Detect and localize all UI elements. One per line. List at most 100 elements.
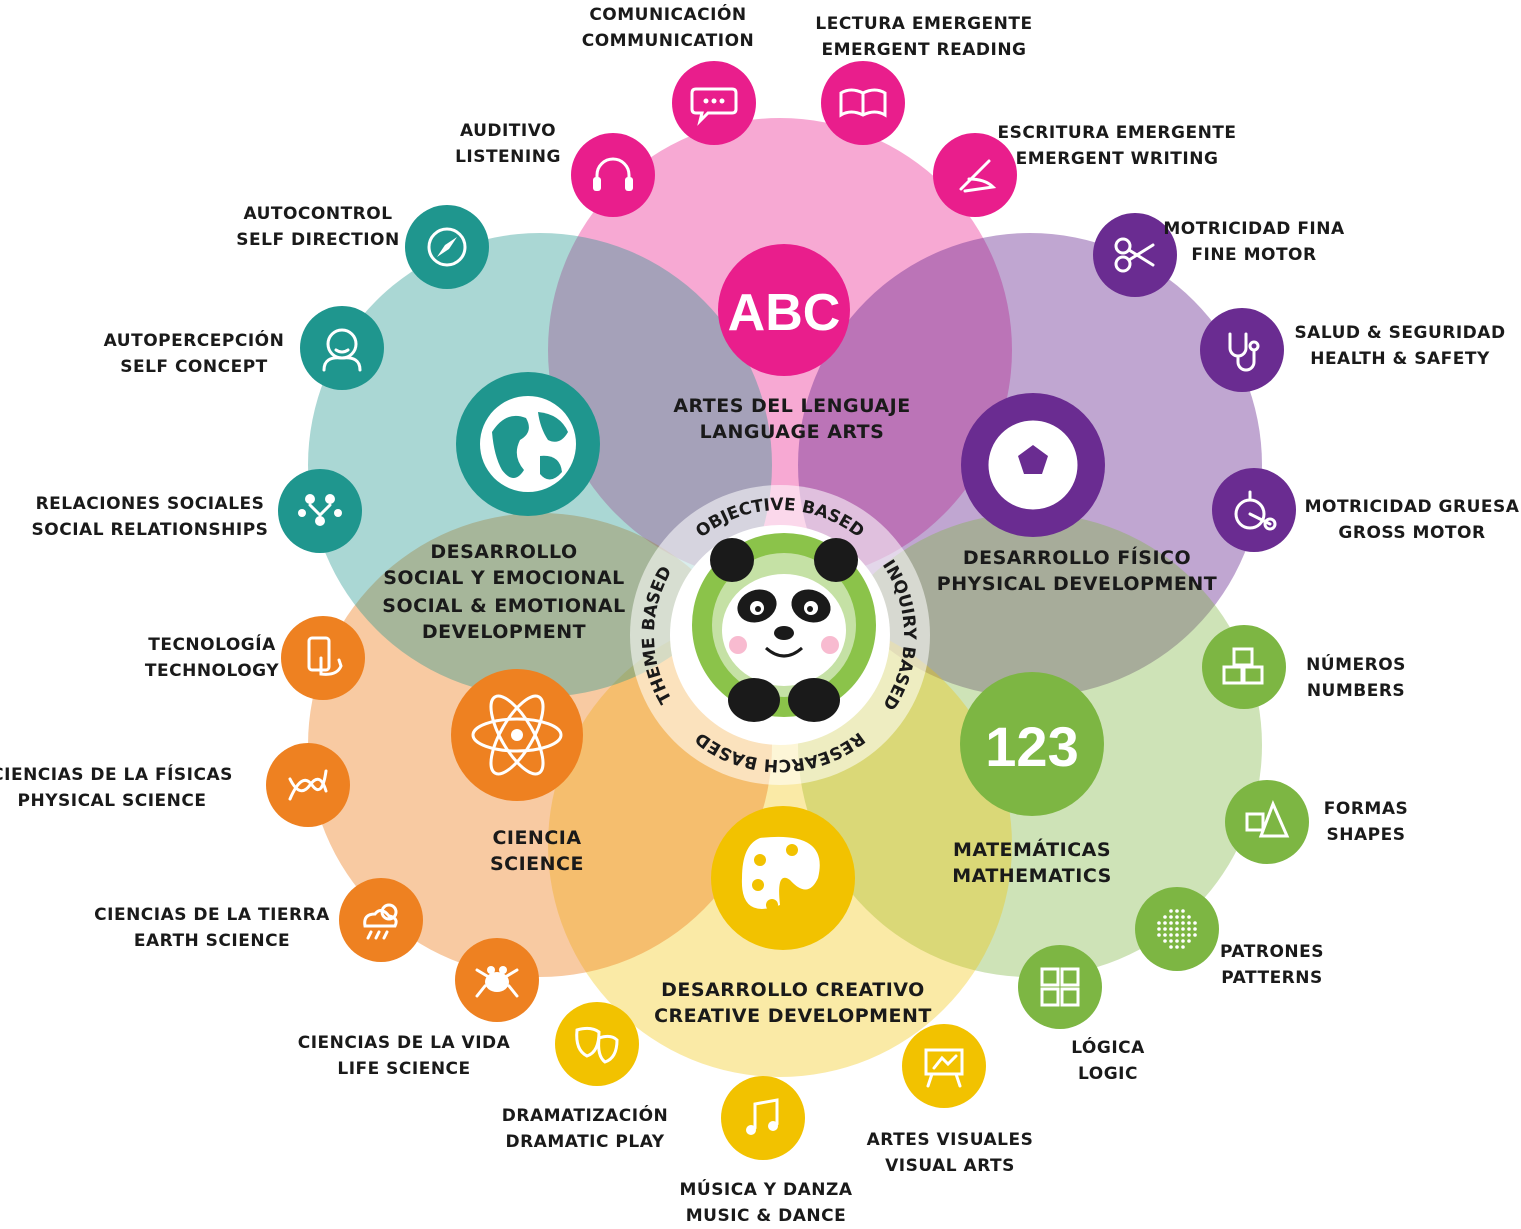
subtopic-label-en: MUSIC & DANCE bbox=[686, 1206, 847, 1226]
subtopic-health-safety: SALUD & SEGURIDAD HEALTH & SAFETY bbox=[1200, 308, 1505, 392]
area-science-es: CIENCIA bbox=[492, 827, 581, 849]
area-language-es: ARTES DEL LENGUAJE bbox=[673, 395, 910, 417]
area-social-line4: DEVELOPMENT bbox=[422, 621, 586, 643]
subtopic-label-en: LIFE SCIENCE bbox=[337, 1059, 470, 1079]
subtopic-label-en: LOGIC bbox=[1078, 1064, 1138, 1084]
subtopic-label-es: MOTRICIDAD GRUESA bbox=[1305, 497, 1520, 517]
people-network-icon bbox=[278, 469, 362, 553]
subtopic-label-en: LISTENING bbox=[455, 147, 561, 167]
subtopic-label-es: ARTES VISUALES bbox=[867, 1130, 1034, 1150]
subtopic-label-es: RELACIONES SOCIALES bbox=[36, 494, 265, 514]
123-icon bbox=[960, 672, 1104, 816]
subtopic-label-en: GROSS MOTOR bbox=[1338, 523, 1485, 543]
stethoscope-icon bbox=[1200, 308, 1284, 392]
area-science-en: SCIENCE bbox=[490, 853, 584, 875]
subtopic-communication: COMUNICACIÓN COMMUNICATION bbox=[582, 3, 756, 145]
tricycle-icon bbox=[1212, 468, 1296, 552]
number-blocks-icon-glyph bbox=[1222, 647, 1264, 685]
subtopic-gross-motor: MOTRICIDAD GRUESA GROSS MOTOR bbox=[1212, 468, 1520, 552]
subtopic-label-es: COMUNICACIÓN bbox=[589, 3, 746, 25]
weather-icon bbox=[339, 878, 423, 962]
area-social-line1: DESARROLLO bbox=[430, 541, 577, 563]
subtopic-label-en: SELF CONCEPT bbox=[120, 357, 268, 377]
subtopic-label-es: MOTRICIDAD FINA bbox=[1163, 219, 1345, 239]
area-creative: DESARROLLO CREATIVO CREATIVE DEVELOPMENT bbox=[654, 806, 932, 1027]
subtopic-label-en: TECHNOLOGY bbox=[145, 661, 279, 681]
area-science: CIENCIA SCIENCE bbox=[451, 669, 584, 875]
subtopic-visual-arts: ARTES VISUALES VISUAL ARTS bbox=[867, 1024, 1034, 1176]
subtopic-label-en: PATTERNS bbox=[1221, 968, 1323, 988]
scissors-icon-glyph bbox=[1114, 237, 1155, 273]
subtopic-label-en: SOCIAL RELATIONSHIPS bbox=[32, 520, 269, 540]
area-math-es: MATEMÁTICAS bbox=[953, 838, 1111, 861]
area-physical: DESARROLLO FÍSICO PHYSICAL DEVELOPMENT bbox=[937, 393, 1217, 595]
abc-icon bbox=[718, 244, 850, 376]
subtopic-label-en: SHAPES bbox=[1327, 825, 1406, 845]
subtopic-label-en: FINE MOTOR bbox=[1191, 245, 1316, 265]
subtopic-label-es: LÓGICA bbox=[1071, 1036, 1145, 1058]
area-physical-en: PHYSICAL DEVELOPMENT bbox=[937, 573, 1217, 595]
subtopic-label-es: FORMAS bbox=[1324, 799, 1408, 819]
child-face-icon-glyph bbox=[322, 328, 362, 372]
abc-icon-text: ABC bbox=[728, 284, 841, 342]
subtopic-fine-motor: MOTRICIDAD FINA FINE MOTOR bbox=[1093, 213, 1345, 297]
puzzle-icon-glyph bbox=[1040, 967, 1080, 1007]
subtopic-self-concept: AUTOPERCEPCIÓN SELF CONCEPT bbox=[104, 306, 384, 390]
subtopic-logic: LÓGICA LOGIC bbox=[1018, 945, 1145, 1084]
area-math-en: MATHEMATICS bbox=[952, 865, 1112, 887]
music-notes-icon-glyph bbox=[746, 1098, 779, 1135]
hand-writing-icon-glyph bbox=[959, 159, 997, 193]
subtopic-label-es: DRAMATIZACIÓN bbox=[502, 1104, 669, 1126]
subtopic-listening: AUDITIVO LISTENING bbox=[455, 121, 655, 217]
area-social: DESARROLLO SOCIAL Y EMOCIONAL SOCIAL & E… bbox=[382, 372, 625, 643]
touch-phone-icon-glyph bbox=[307, 636, 343, 676]
subtopic-label-es: SALUD & SEGURIDAD bbox=[1294, 323, 1505, 343]
headphones-icon bbox=[571, 133, 655, 217]
child-face-icon bbox=[300, 306, 384, 390]
people-network-icon-glyph bbox=[298, 494, 342, 526]
area-creative-es: DESARROLLO CREATIVO bbox=[661, 979, 925, 1001]
subtopic-label-es: AUTOPERCEPCIÓN bbox=[104, 329, 285, 351]
tricycle-icon-glyph bbox=[1234, 490, 1277, 531]
subtopic-label-en: SELF DIRECTION bbox=[236, 230, 399, 250]
area-social-line3: SOCIAL & EMOTIONAL bbox=[382, 595, 625, 617]
subtopic-label-es: CIENCIAS DE LA FÍSICAS bbox=[0, 763, 233, 785]
subtopic-label-en: HEALTH & SAFETY bbox=[1310, 349, 1490, 369]
area-math: 123 MATEMÁTICAS MATHEMATICS bbox=[952, 672, 1112, 887]
dot-pattern-icon-glyph bbox=[1157, 909, 1197, 949]
subtopic-label-en: EARTH SCIENCE bbox=[134, 931, 290, 951]
compass-icon-glyph bbox=[427, 227, 467, 267]
subtopic-label-en: NUMBERS bbox=[1307, 681, 1405, 701]
123-icon-text: 123 bbox=[985, 715, 1078, 778]
subtopic-label-en: VISUAL ARTS bbox=[885, 1156, 1015, 1176]
area-creative-en: CREATIVE DEVELOPMENT bbox=[654, 1005, 932, 1027]
puzzle-icon bbox=[1018, 945, 1102, 1029]
subtopic-label-es: ESCRITURA EMERGENTE bbox=[997, 123, 1236, 143]
subtopic-label-en: COMMUNICATION bbox=[582, 31, 755, 51]
subtopic-label-en: PHYSICAL SCIENCE bbox=[18, 791, 207, 811]
subtopic-social-relationships: RELACIONES SOCIALES SOCIAL RELATIONSHIPS bbox=[32, 469, 362, 553]
open-book-icon-glyph bbox=[839, 88, 887, 118]
weather-icon-glyph bbox=[363, 903, 398, 940]
subtopic-label-es: AUDITIVO bbox=[460, 121, 556, 141]
subtopic-label-en: EMERGENT WRITING bbox=[1016, 149, 1219, 169]
panda-mascot bbox=[692, 533, 876, 722]
subtopic-label-es: AUTOCONTROL bbox=[243, 204, 392, 224]
area-language-en: LANGUAGE ARTS bbox=[700, 421, 885, 443]
subtopic-label-es: TECNOLOGÍA bbox=[148, 633, 276, 655]
chat-bubble-icon-glyph bbox=[690, 87, 738, 126]
subtopic-emergent-writing: ESCRITURA EMERGENTE EMERGENT WRITING bbox=[933, 123, 1236, 217]
dna-icon bbox=[266, 743, 350, 827]
area-physical-es: DESARROLLO FÍSICO bbox=[963, 546, 1191, 569]
subtopic-label-es: LECTURA EMERGENTE bbox=[815, 14, 1032, 34]
dna-icon-glyph bbox=[288, 769, 328, 801]
stethoscope-icon-glyph bbox=[1228, 332, 1260, 372]
subtopic-technology: TECNOLOGÍA TECHNOLOGY bbox=[145, 616, 365, 700]
